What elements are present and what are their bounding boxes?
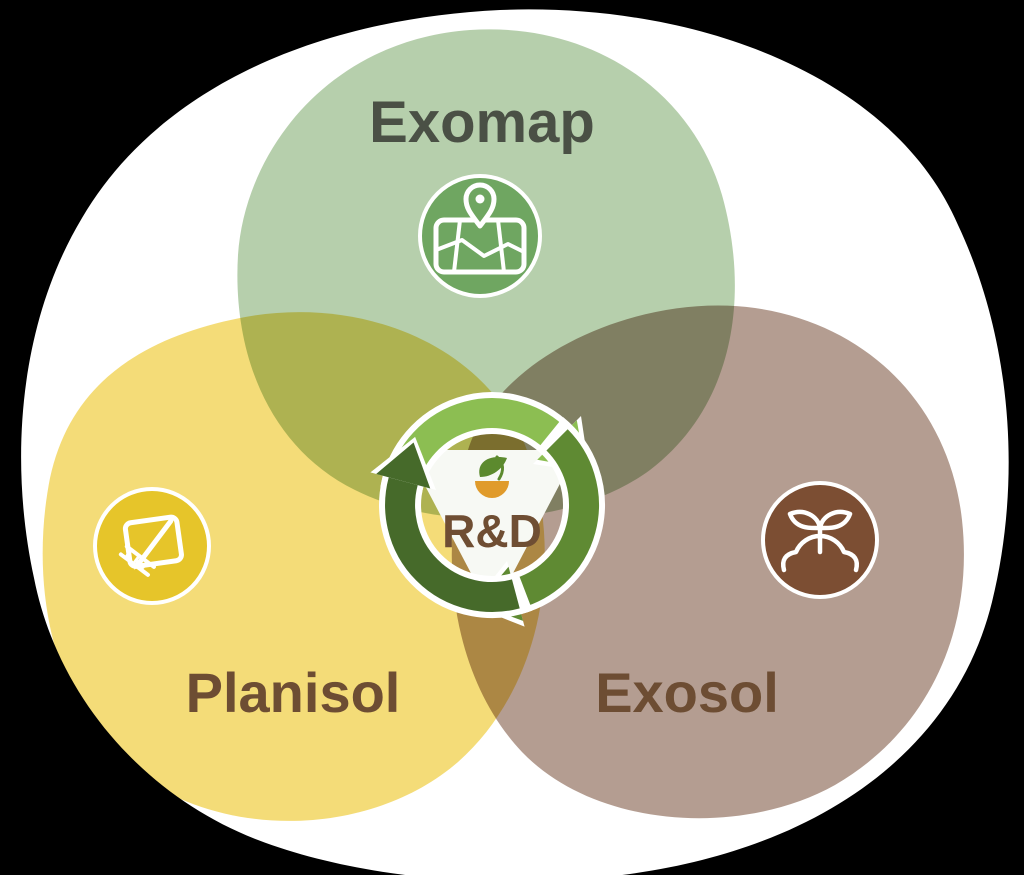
exomap-icon-badge [418, 174, 542, 298]
map-location-pin-icon [433, 182, 527, 275]
recycle-arrow-left [370, 436, 533, 618]
seedling-logo-icon [475, 455, 509, 498]
exosol-blob [451, 305, 964, 819]
rd-label: R&D [442, 505, 542, 557]
exomap-label: Exomap [369, 90, 595, 155]
exosol-label: Exosol [595, 661, 779, 724]
sprout-soil-icon [781, 509, 859, 573]
planisol-icon-badge [93, 487, 211, 605]
exosol-icon-badge [761, 481, 879, 599]
emblem-core-triangle [418, 450, 566, 590]
pencil-plan-icon [118, 514, 184, 577]
planisol-label: Planisol [186, 661, 401, 724]
exomap-icon-circle [418, 174, 542, 298]
rd-center-emblem: R&D [370, 392, 605, 627]
recycle-arrows-icon [370, 392, 605, 627]
